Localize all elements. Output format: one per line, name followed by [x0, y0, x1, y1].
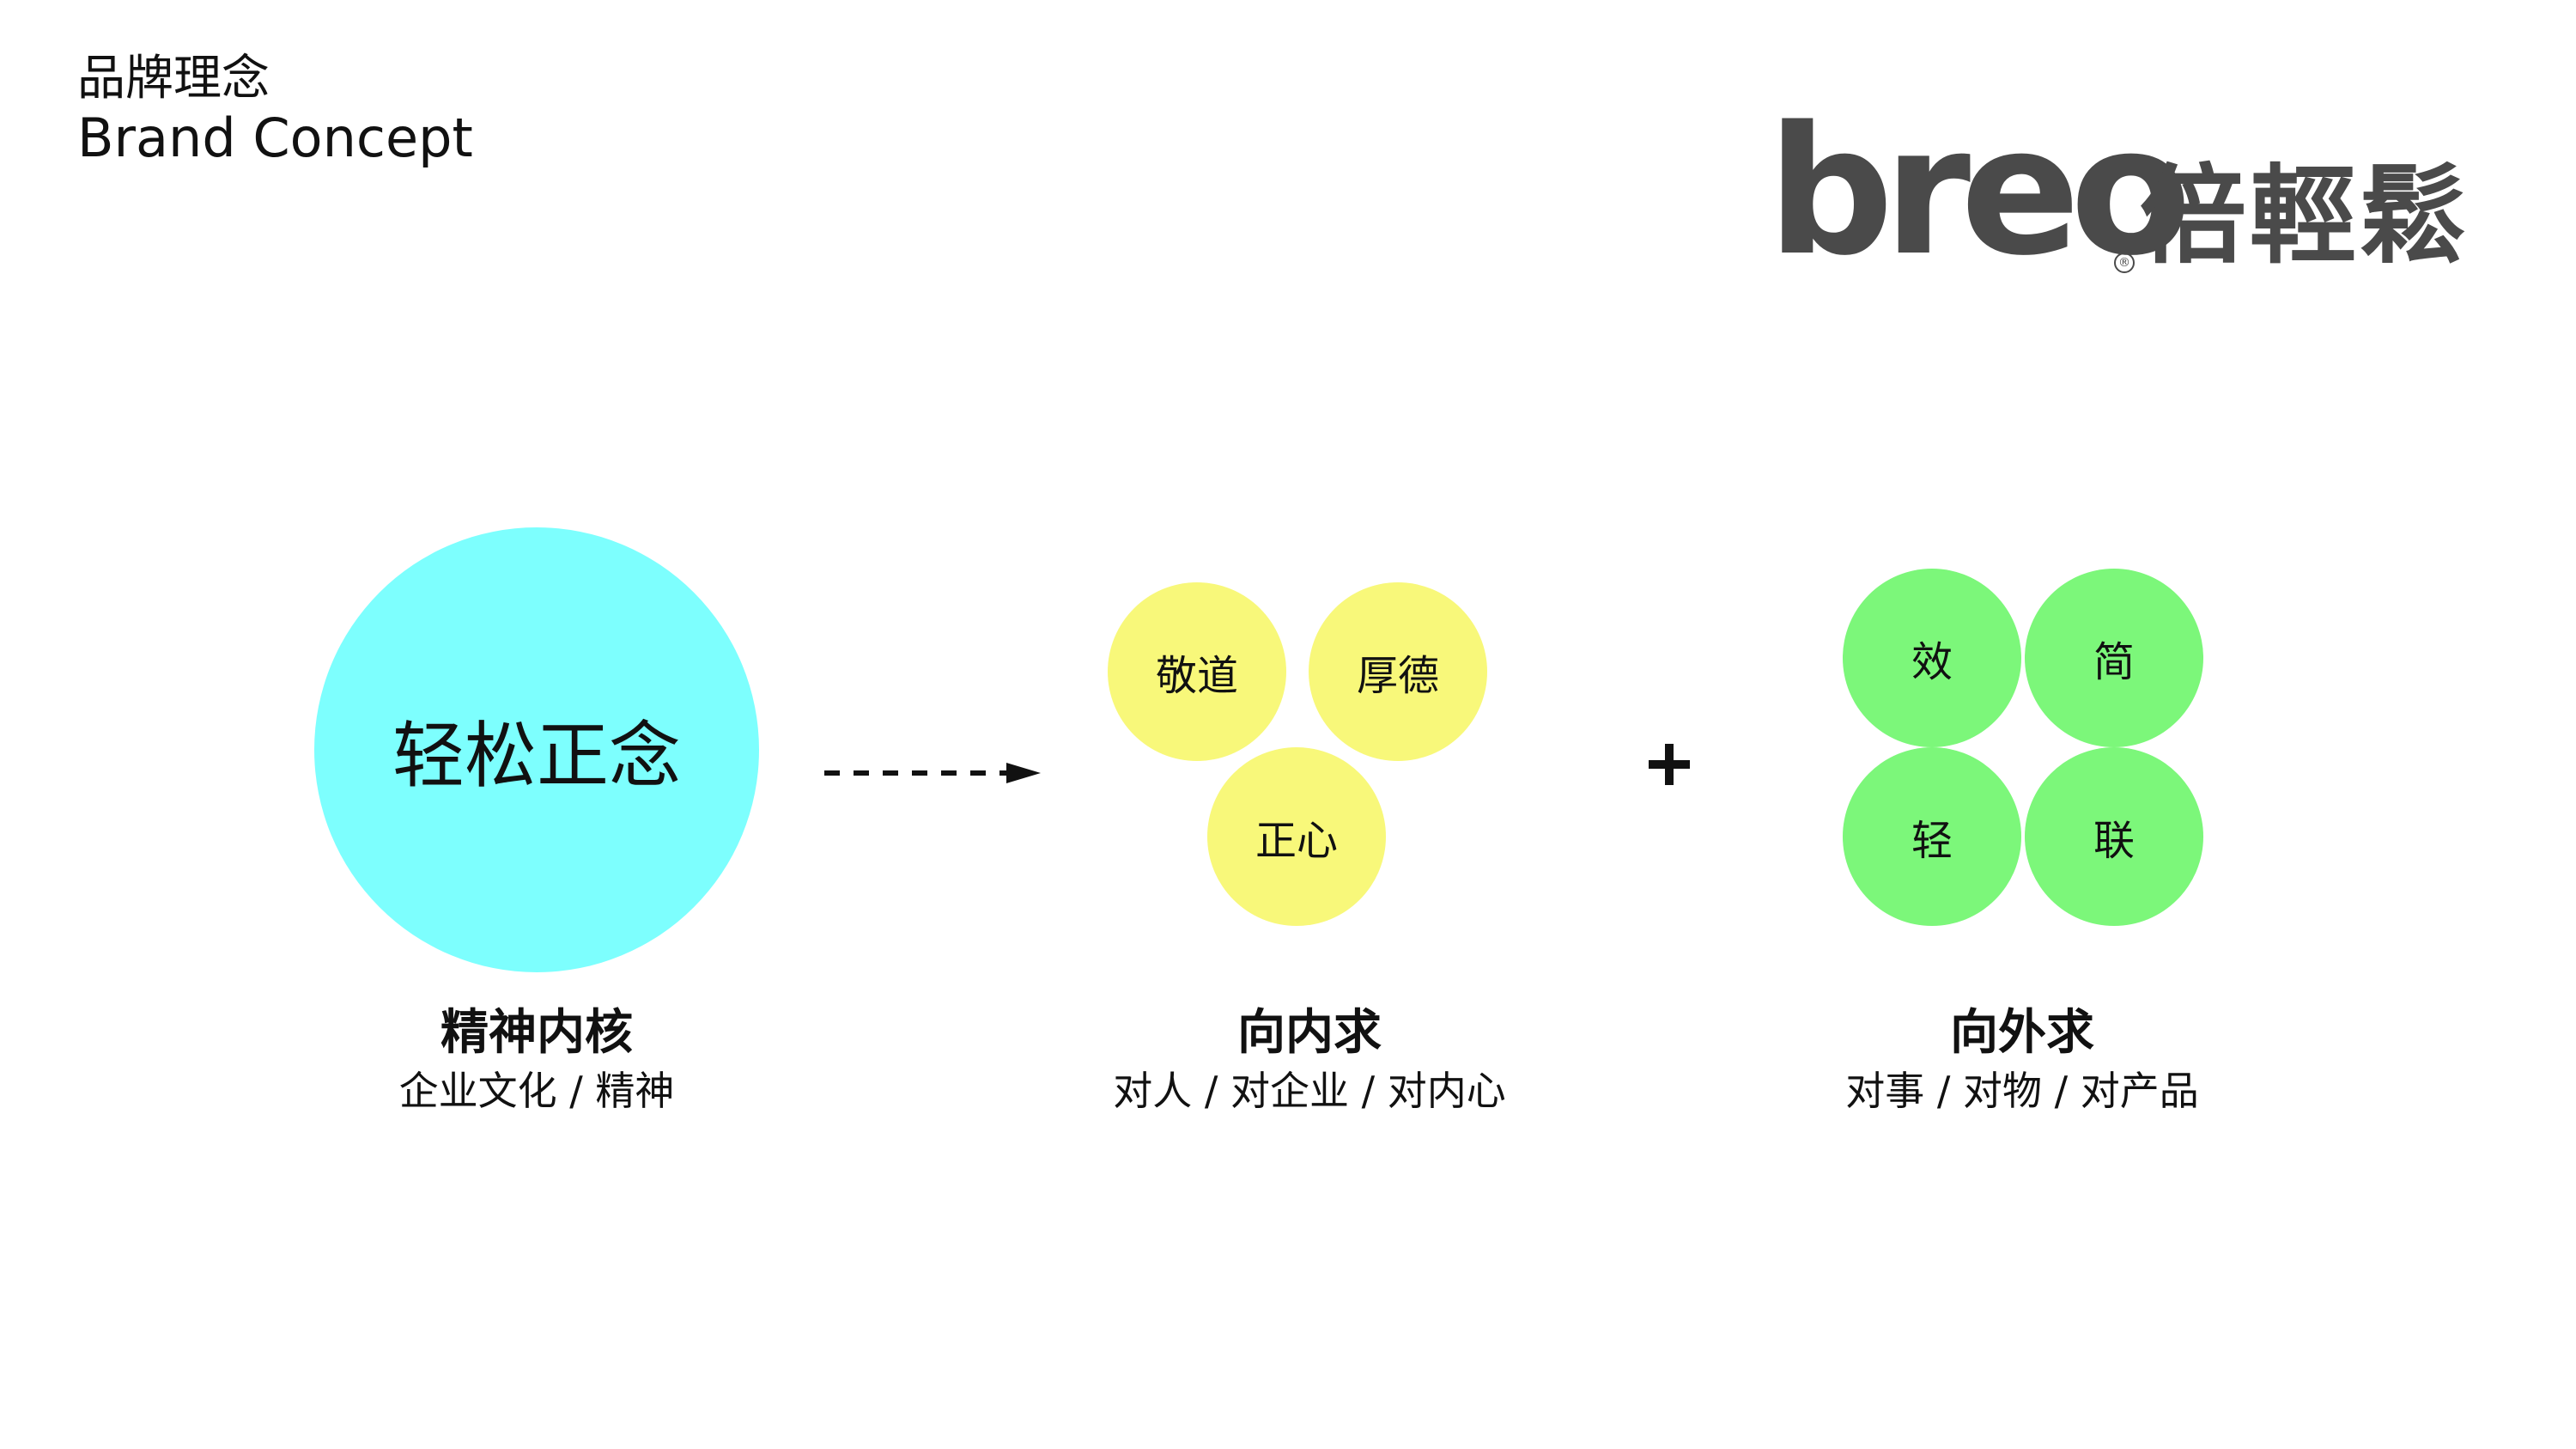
outer-group-title: 向外求	[1950, 1005, 2094, 1061]
outer-group-subtitle: 对事 / 对物 / 对产品	[1845, 1068, 2199, 1114]
inner-circle-2: 厚德	[1309, 582, 1487, 761]
outer-circle-label: 效	[1911, 638, 1953, 686]
core-circle-label: 轻松正念	[392, 713, 681, 798]
plus-icon	[1649, 744, 1690, 785]
inner-circle-label: 正心	[1255, 817, 1338, 865]
outer-circle-1: 效	[1843, 569, 2021, 747]
registered-mark: ®	[2114, 253, 2135, 273]
page-title-english: Brand Concept	[77, 107, 473, 169]
outer-circle-4: 联	[2025, 747, 2203, 926]
inner-group-title: 向内求	[1237, 1005, 1382, 1061]
outer-circle-label: 简	[2093, 638, 2135, 686]
core-group-subtitle: 企业文化 / 精神	[398, 1068, 675, 1114]
page-title-chinese: 品牌理念	[77, 51, 270, 107]
inner-circle-3: 正心	[1207, 747, 1386, 926]
inner-circle-label: 厚德	[1356, 652, 1439, 700]
outer-circle-2: 简	[2025, 569, 2203, 747]
logo-latin-wordmark: breo	[1767, 88, 2191, 295]
outer-circle-3: 轻	[1843, 747, 2021, 926]
inner-circle-1: 敬道	[1108, 582, 1286, 761]
inner-group-subtitle: 对人 / 对企业 / 对内心	[1113, 1068, 1506, 1114]
core-circle: 轻松正念	[314, 527, 759, 972]
core-group-title: 精神内核	[440, 1005, 633, 1061]
dashed-arrow	[824, 763, 1041, 783]
outer-circle-label: 联	[2093, 817, 2135, 865]
logo-chinese-wordmark: 倍輕鬆	[2140, 155, 2470, 278]
inner-circle-label: 敬道	[1155, 652, 1238, 700]
outer-circle-label: 轻	[1911, 817, 1953, 865]
breo-logo: breo ® 倍輕鬆	[1767, 103, 2488, 283]
